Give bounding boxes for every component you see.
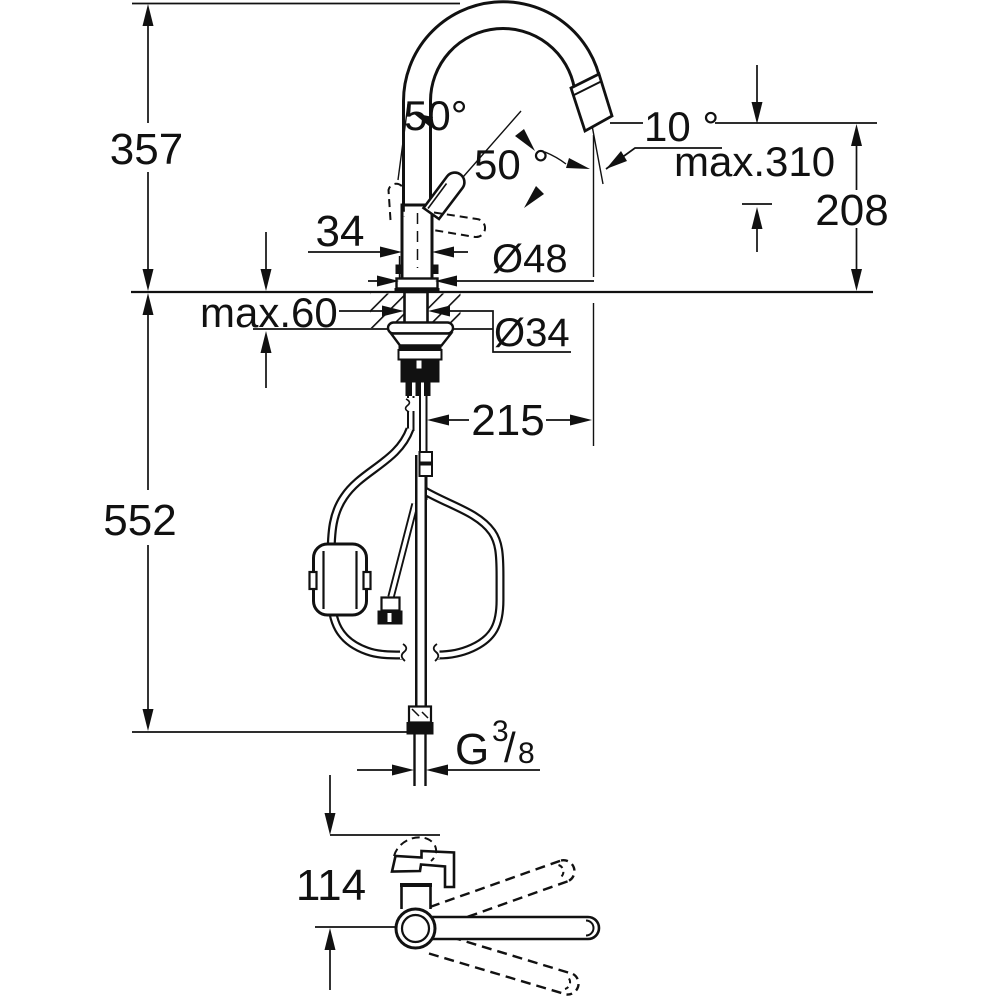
faucet-body: [387, 0, 614, 293]
dim-thread-denominator: 8: [518, 737, 535, 770]
dim-line-set: [132, 2, 877, 990]
dimension-labels: 357 552 max.60 34 Ø48 Ø34 50° 50 ° 10 ° …: [103, 92, 888, 910]
swivel-base-inner: [400, 913, 431, 944]
spray-head-joint-line: [573, 80, 603, 96]
loop-break-squiggles: [400, 643, 440, 662]
spacer-ring: [397, 349, 443, 361]
spout-arc-inner: [428, 27, 576, 102]
dim-base-diameter: Ø48: [492, 237, 568, 281]
hose-weight-split-lines: [322, 551, 358, 609]
g38-coupler-ticks: [411, 708, 429, 719]
swivel-spout-dashed-up-capinner: [558, 864, 565, 878]
swivel-body-sides: [400, 886, 432, 909]
dim-thread-numerator: 3: [492, 715, 509, 748]
swivel-spout-dashed-down-capinner: [564, 977, 572, 990]
hose-connector-1: [418, 451, 433, 464]
hose-weight-clip-left: [308, 570, 318, 591]
swivel-top-view: [390, 836, 601, 996]
hose-weight: [312, 542, 368, 617]
hose-weight-clip-right: [362, 570, 372, 591]
mounting-nut-slit: [416, 360, 422, 369]
mounting-tab-left: [395, 264, 404, 274]
swivel-spout-dashed-up-cap: [560, 859, 576, 883]
swivel-spout-dashed-down: [428, 931, 574, 996]
dim-body-width: 34: [316, 207, 365, 256]
g38-nut: [406, 722, 434, 735]
mounting-tab-right: [430, 264, 439, 274]
threaded-rod-1: [405, 382, 412, 396]
hose-break-gap: [404, 398, 418, 411]
swivel-spout-dashed-down-cap: [566, 972, 580, 996]
supply-hose-fitting: [380, 596, 401, 612]
dim-pullout-max: max.310: [674, 138, 835, 185]
under-counter-assembly: [308, 290, 505, 786]
dim-spout-reach: 215: [471, 396, 544, 445]
lever-handle-inner-line: [427, 183, 448, 209]
dim-outlet-height: 208: [815, 186, 888, 235]
lever-dashed-down-position: [432, 211, 486, 239]
lock-ring: [398, 345, 442, 350]
supply-hose-nut-slit: [387, 613, 392, 622]
spray-head: [569, 72, 614, 134]
dim-under-height: 552: [103, 496, 176, 545]
hose-connector-2: [418, 463, 433, 477]
swivel-lever: [390, 849, 456, 889]
g38-pipe: [413, 734, 427, 786]
hose-break-squiggle: [404, 398, 411, 413]
dim-handle-swing-2: 50 °: [474, 141, 549, 188]
supply-hose-core: [389, 503, 417, 598]
hose-loop-right-outline: [420, 486, 505, 660]
threaded-rod-3: [424, 382, 431, 396]
washer: [386, 321, 455, 335]
dim-swivel-offset: 114: [296, 861, 366, 910]
swivel-spout-solid: [416, 915, 601, 941]
dim-spray-angle: 10 °: [644, 103, 719, 150]
spout-arc-outer: [401, 0, 603, 102]
cone-washer: [388, 332, 454, 347]
swivel-spout-cap-inner: [585, 919, 595, 937]
hose-loop-right-core: [421, 488, 503, 658]
dim-thread-letter: G: [455, 725, 489, 774]
lever-handle: [421, 171, 466, 221]
dim-thread-slash: /: [504, 724, 516, 771]
threaded-rod-2: [415, 382, 421, 396]
base-gasket: [394, 288, 440, 293]
dim-spout-height: 357: [110, 125, 183, 174]
base-flange: [395, 277, 439, 290]
swivel-lever-dashed: [393, 836, 438, 862]
dim-counter-thickness: max.60: [200, 289, 338, 336]
lever-dashed-up-position: [387, 182, 405, 221]
hose-bundle-lines: [407, 396, 428, 500]
mounting-nut: [400, 359, 440, 383]
dim-handle-swing: 50°: [404, 92, 468, 139]
dim-shank-diameter: Ø34: [494, 311, 570, 355]
